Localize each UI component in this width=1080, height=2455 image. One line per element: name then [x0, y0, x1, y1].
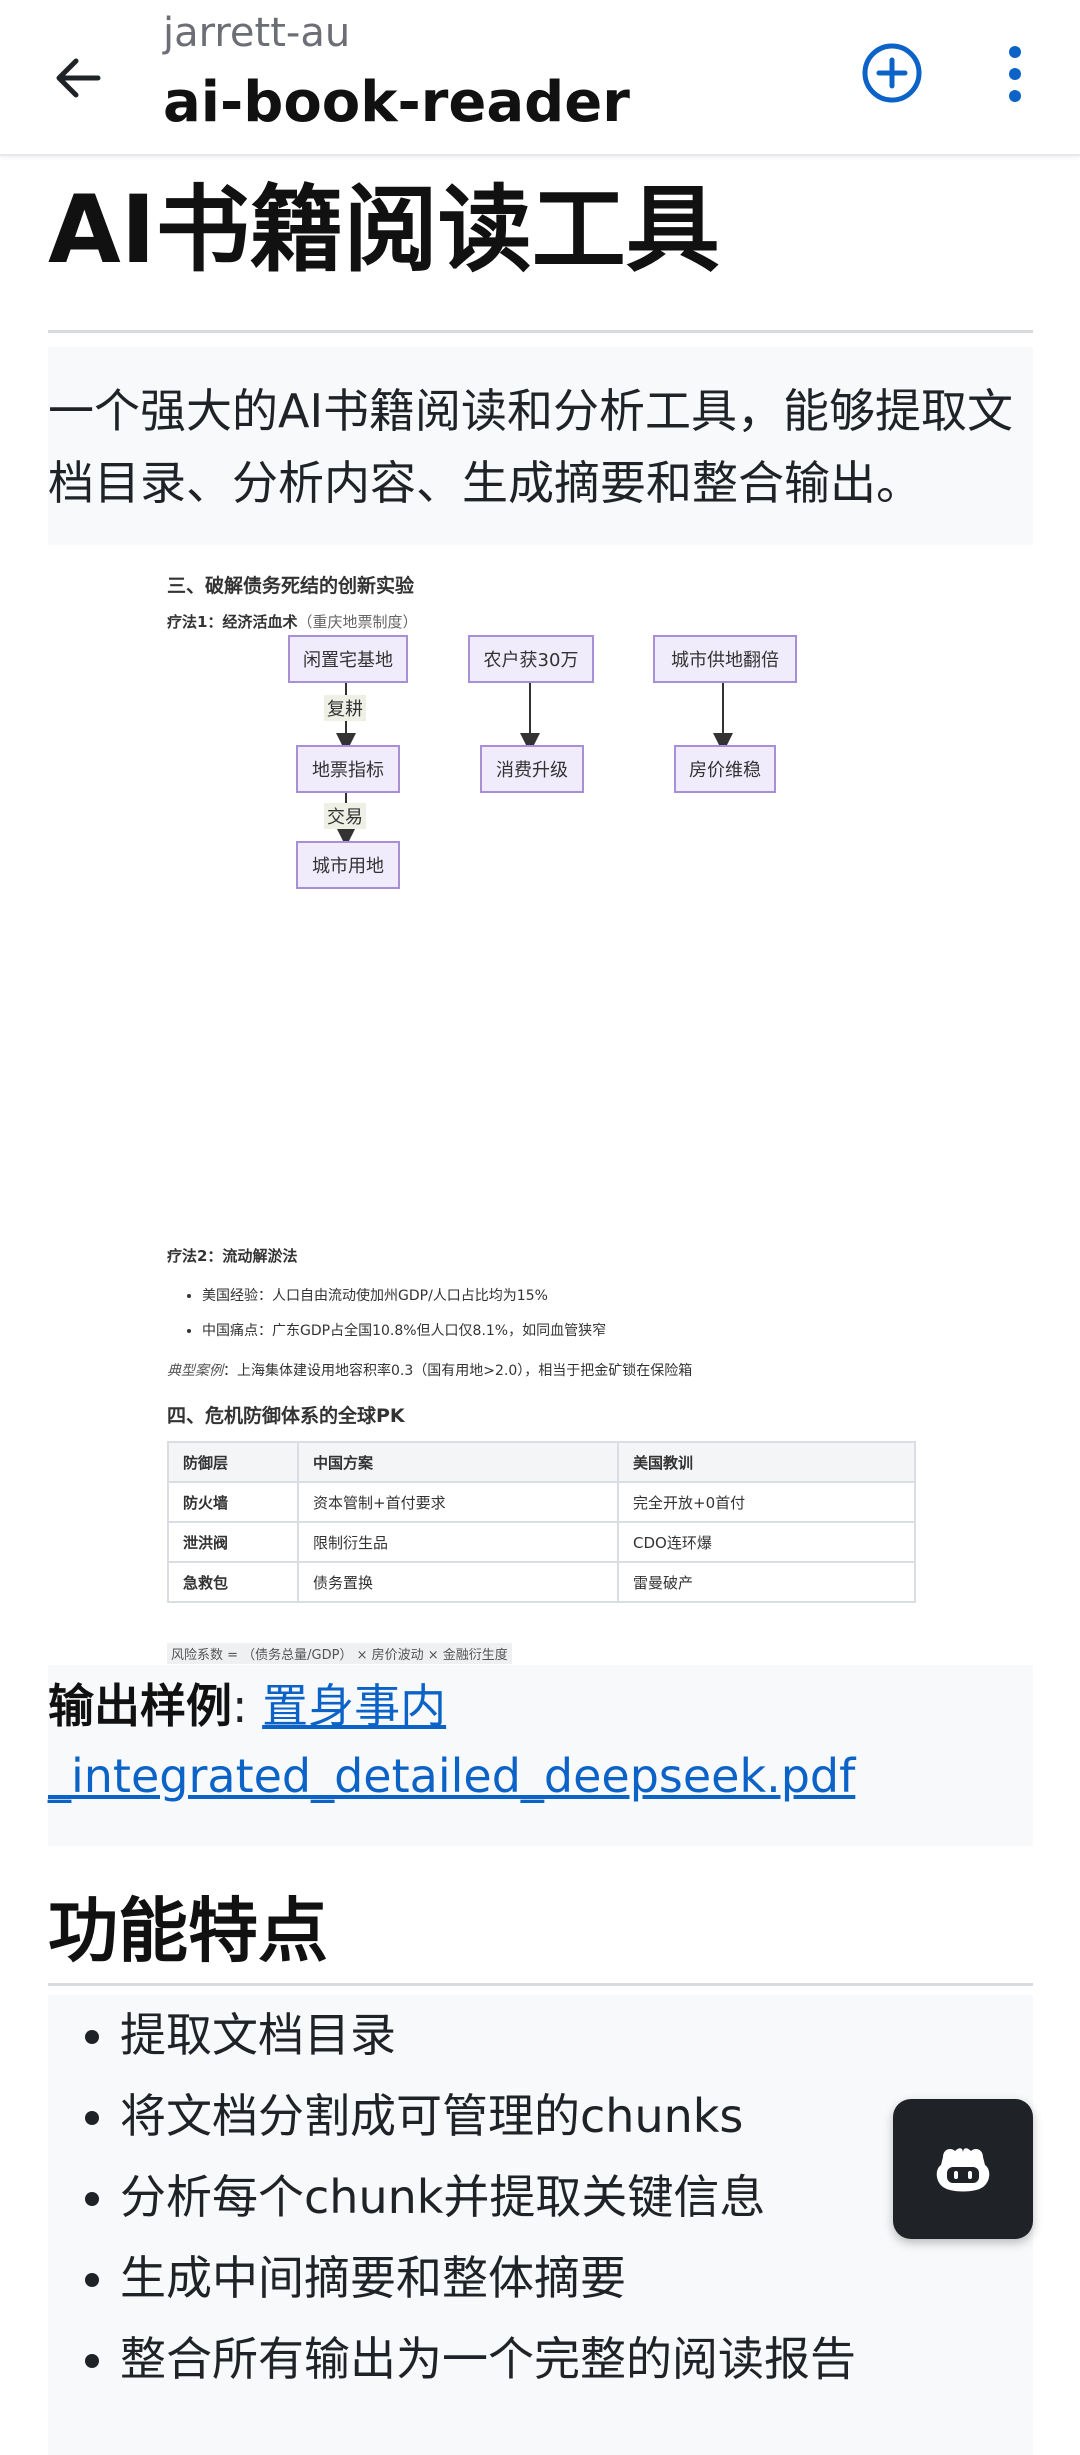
table-cell: 雷曼破产	[617, 1561, 916, 1603]
more-vertical-icon	[1009, 46, 1021, 102]
features-list: 提取文档目录 将文档分割成可管理的chunks 分析每个chunk并提取关键信息…	[48, 1995, 1033, 2400]
flow-edge-trade: 交易	[324, 803, 366, 829]
feature-item: 分析每个chunk并提取关键信息	[120, 2157, 1033, 2238]
output-link-line1: 置身事内	[262, 1679, 447, 1733]
table-row: 急救包 债务置换 雷曼破产	[167, 1561, 916, 1603]
output-sample: 输出样例: 置身事内 _integrated_detailed_deepseek.…	[48, 1671, 1033, 1811]
feature-item: 生成中间摘要和整体摘要	[120, 2238, 1033, 2319]
table-header-row: 防御层 中国方案 美国教训	[167, 1441, 916, 1483]
readme-title: AI书籍阅读工具	[48, 160, 1033, 333]
readme-content: AI书籍阅读工具 一个强大的AI书籍阅读和分析工具，能够提取文档目录、分析内容、…	[48, 160, 1033, 2455]
flow-box-farmer: 农户获30万	[468, 635, 594, 683]
output-sample-link[interactable]: 置身事内 _integrated_detailed_deepseek.pdf	[48, 1679, 855, 1803]
app-bar: jarrett-au ai-book-reader	[0, 0, 1080, 156]
table-cell: 完全开放+0首付	[617, 1481, 916, 1523]
flow-box-land-ticket: 地票指标	[296, 745, 400, 793]
table-cell: 急救包	[167, 1561, 299, 1603]
feature-item: 提取文档目录	[120, 1995, 1033, 2076]
table-cell: 限制衍生品	[297, 1521, 619, 1563]
table-cell: 资本管制+首付要求	[297, 1481, 619, 1523]
features-block: 提取文档目录 将文档分割成可管理的chunks 分析每个chunk并提取关键信息…	[48, 1995, 1033, 2455]
table-row: 防火墙 资本管制+首付要求 完全开放+0首付	[167, 1481, 916, 1523]
plus-circle-icon	[862, 43, 922, 103]
feature-item: 将文档分割成可管理的chunks	[120, 2076, 1033, 2157]
doc-case-text: ：上海集体建设用地容积率0.3（国有用地>2.0），相当于把金矿锁在保险箱	[223, 1363, 693, 1379]
table-row: 泄洪阀 限制衍生品 CDO连环爆	[167, 1521, 916, 1563]
copilot-icon	[936, 2148, 990, 2192]
readme-intro: 一个强大的AI书籍阅读和分析工具，能够提取文档目录、分析内容、生成摘要和整合输出…	[48, 384, 1014, 510]
flow-box-price-stable: 房价维稳	[674, 745, 776, 793]
doc-bullet-item: 美国经验：人口自由流动使加州GDP/人口占比均为15%	[202, 1279, 606, 1314]
doc-defense-table: 防御层 中国方案 美国教训 防火墙 资本管制+首付要求 完全开放+0首付 泄洪阀…	[167, 1441, 916, 1603]
flow-box-consumption: 消费升级	[480, 745, 584, 793]
features-heading: 功能特点	[48, 1846, 1033, 1986]
flow-box-land-supply: 城市供地翻倍	[653, 635, 797, 683]
flow-box-city-land: 城市用地	[296, 841, 400, 889]
doc-bullet-item: 中国痛点：广东GDP占全国10.8%但人口仅8.1%，如同血管狭窄	[202, 1314, 606, 1349]
doc-bullet-list: 美国经验：人口自由流动使加州GDP/人口占比均为15% 中国痛点：广东GDP占全…	[184, 1279, 606, 1349]
table-cell: 债务置换	[297, 1561, 619, 1603]
doc-formula: 风险系数 = （债务总量/GDP） × 房价波动 × 金融衍生度	[167, 1643, 512, 1664]
add-button[interactable]	[857, 38, 927, 108]
more-options-button[interactable]	[995, 42, 1035, 106]
doc-case: 典型案例：上海集体建设用地容积率0.3（国有用地>2.0），相当于把金矿锁在保险…	[167, 1360, 692, 1380]
doc-section3-title: 三、破解债务死结的创新实验	[167, 575, 415, 597]
table-header-cell: 美国教训	[617, 1441, 916, 1483]
sample-output-image: 三、破解债务死结的创新实验 疗法1：经济活血术（重庆地票制度） 闲置宅基地 复耕…	[48, 545, 1033, 1665]
repo-name[interactable]: ai-book-reader	[163, 70, 630, 135]
output-link-line2: _integrated_detailed_deepseek.pdf	[48, 1749, 856, 1803]
output-sample-block: 输出样例: 置身事内 _integrated_detailed_deepseek.…	[48, 1665, 1033, 1851]
table-cell: 泄洪阀	[167, 1521, 299, 1563]
feature-item: 整合所有输出为一个完整的阅读报告	[120, 2319, 1033, 2400]
doc-case-label: 典型案例	[167, 1363, 223, 1379]
output-colon: :	[232, 1679, 263, 1733]
copilot-button[interactable]	[893, 2099, 1033, 2239]
repo-owner[interactable]: jarrett-au	[163, 10, 351, 56]
table-cell: 防火墙	[167, 1481, 299, 1523]
doc-therapy2-label: 疗法2：流动解淤法	[167, 1247, 298, 1265]
back-button[interactable]	[46, 42, 118, 114]
arrow-left-icon	[56, 58, 101, 98]
doc-therapy1-label: 疗法1：经济活血术（重庆地票制度）	[167, 611, 417, 632]
doc-therapy1-note: （重庆地票制度）	[297, 613, 418, 631]
table-header-cell: 防御层	[167, 1441, 299, 1483]
intro-block: 一个强大的AI书籍阅读和分析工具，能够提取文档目录、分析内容、生成摘要和整合输出…	[48, 347, 1033, 559]
doc-section4-title: 四、危机防御体系的全球PK	[167, 1405, 405, 1427]
flow-box-idle-land: 闲置宅基地	[288, 635, 408, 683]
doc-therapy1-text: 疗法1：经济活血术	[167, 613, 298, 631]
table-cell: CDO连环爆	[617, 1521, 916, 1563]
flow-edge-reclaim: 复耕	[324, 695, 366, 721]
output-label: 输出样例	[48, 1679, 232, 1733]
table-header-cell: 中国方案	[297, 1441, 619, 1483]
